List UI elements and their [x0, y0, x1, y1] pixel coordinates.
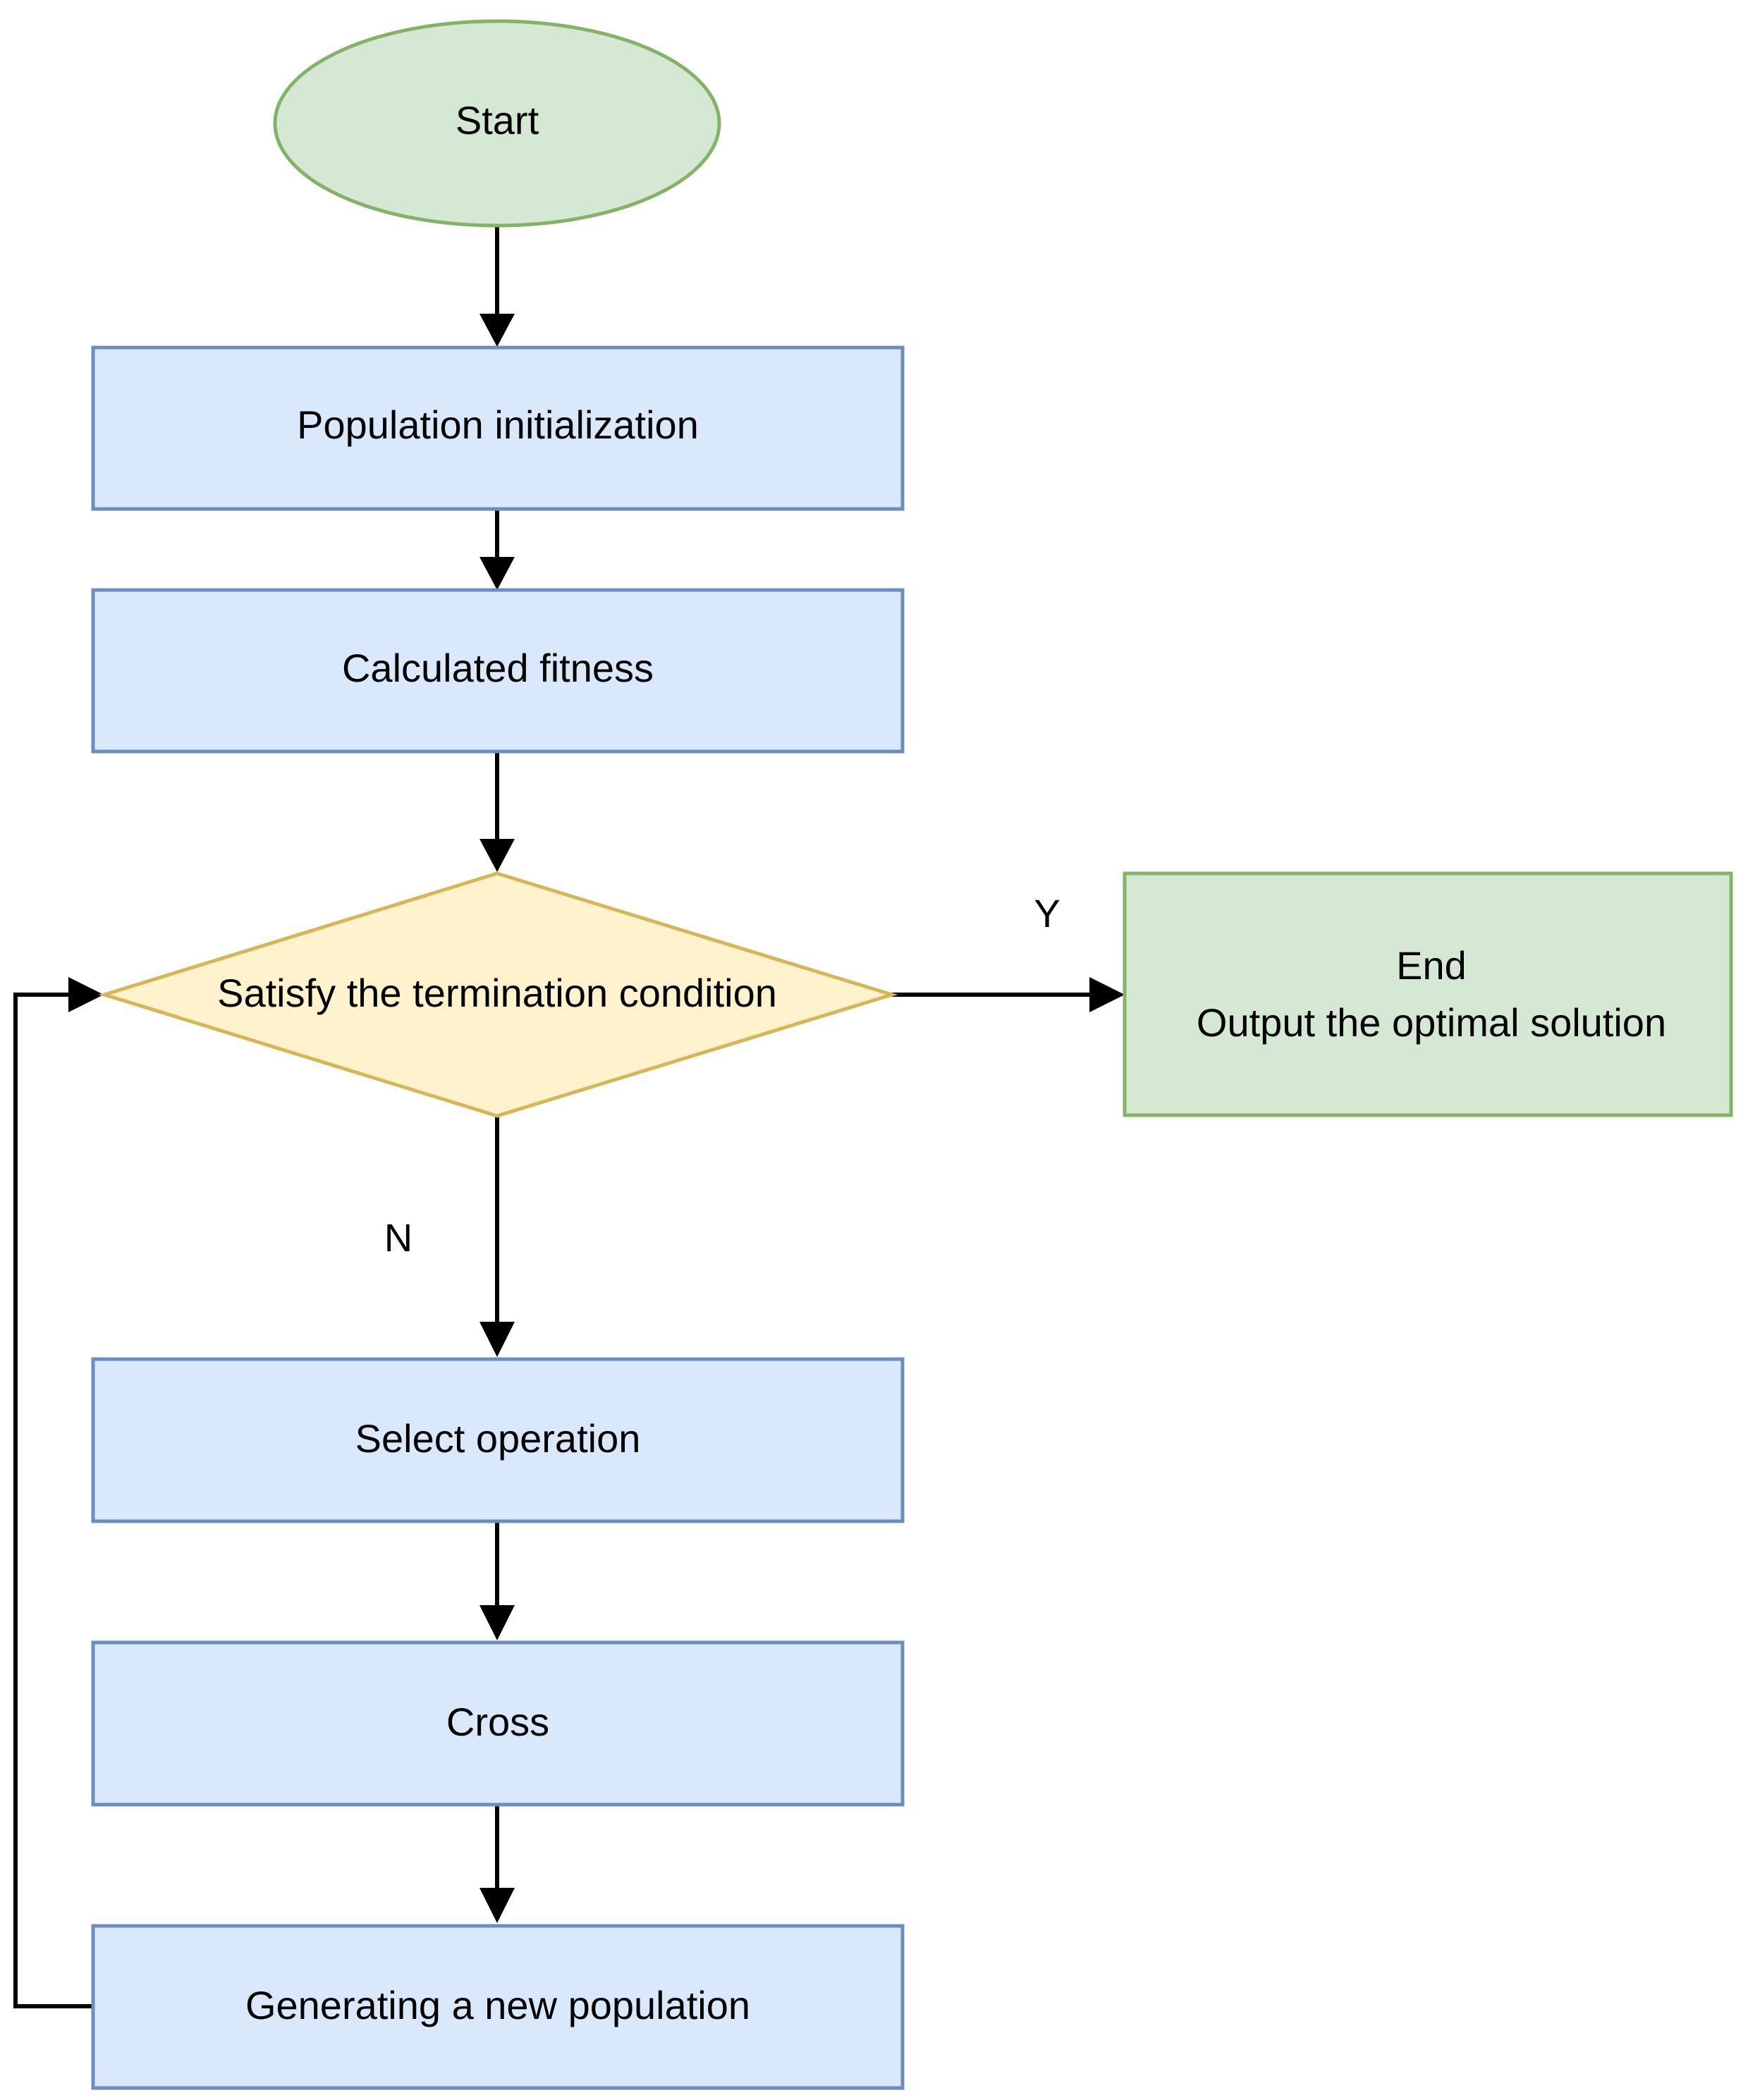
termination-decision-node: Satisfy the termination condition: [98, 871, 898, 1118]
edge-init-to-fitness: [479, 510, 515, 590]
new-population-label: Generating a new population: [245, 1983, 750, 2027]
population-initialization-label: Population initialization: [297, 403, 699, 447]
edge-fitness-to-decision: [479, 752, 515, 872]
no-label: N: [384, 1215, 412, 1260]
end-node: End Output the optimal solution: [1123, 871, 1733, 1117]
start-node: Start: [273, 19, 721, 228]
select-operation-node: Select operation: [91, 1357, 905, 1523]
population-initialization-node: Population initialization: [91, 345, 905, 511]
yes-label: Y: [1034, 891, 1060, 935]
edge-loop-back-to-decision: [13, 977, 104, 2008]
end-label: End: [1396, 943, 1467, 988]
cross-node: Cross: [91, 1640, 905, 1807]
select-operation-label: Select operation: [355, 1416, 641, 1461]
calculated-fitness-label: Calculated fitness: [342, 646, 654, 690]
edge-decision-to-select: [479, 1116, 515, 1357]
edge-start-to-init: [479, 227, 515, 347]
calculated-fitness-node: Calculated fitness: [91, 588, 905, 754]
edge-select-to-cross: [479, 1522, 515, 1640]
output-optimal-solution-label: Output the optimal solution: [1197, 1000, 1666, 1045]
new-population-node: Generating a new population: [91, 1924, 905, 2090]
termination-decision-label: Satisfy the termination condition: [217, 971, 777, 1015]
edge-cross-to-newpop: [479, 1805, 515, 1923]
start-label: Start: [456, 98, 539, 142]
edge-decision-to-end: [892, 977, 1125, 1012]
cross-label: Cross: [446, 1700, 549, 1744]
